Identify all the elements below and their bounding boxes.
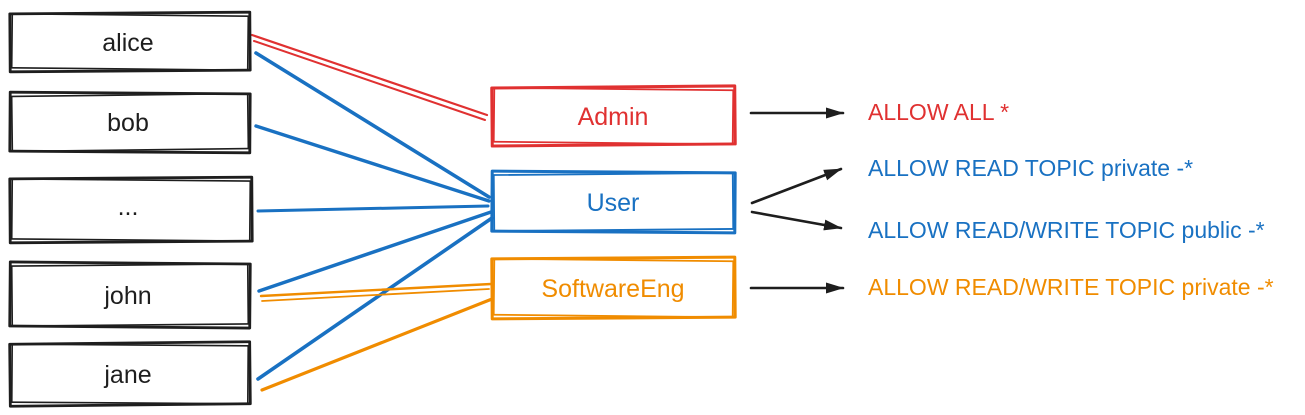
role-box-outline-sketch (492, 257, 735, 319)
user-box-outline-sketch (10, 178, 252, 242)
role-box-outline-sketch (492, 172, 735, 232)
user-node-jane: jane (8, 340, 252, 408)
user-node-john: john (8, 260, 252, 330)
permission-label-read-private: ALLOW READ TOPIC private -* (868, 155, 1193, 181)
user-box-outline-sketch (10, 92, 250, 153)
edge-alice-admin (250, 33, 489, 117)
user-box-outline (8, 175, 254, 245)
role-node-softwareeng: SoftwareEng (490, 255, 737, 321)
user-node-bob: bob (8, 90, 252, 155)
role-nodes: Admin User SoftwareEng (490, 84, 737, 321)
user-box-outline (8, 340, 252, 408)
edge-john-softwareeng-sketch (261, 288, 490, 302)
role-node-admin: Admin (490, 84, 737, 148)
arrow-user-readwrite-public (750, 210, 843, 231)
user-nodes: alice bob ... john jane (8, 10, 254, 408)
edge-dots-user (256, 204, 490, 213)
edge-alice-user (254, 51, 491, 199)
user-label: alice (102, 29, 153, 57)
edge-jane-softwareeng (260, 297, 494, 392)
role-label: SoftwareEng (541, 275, 684, 303)
role-permission-arrows (749, 107, 845, 294)
role-box-outline (490, 255, 737, 321)
edge-john-softwareeng (259, 282, 493, 298)
user-label: bob (107, 109, 149, 137)
user-label: ... (118, 193, 139, 221)
role-box-outline (490, 169, 737, 235)
edge-jane-user (256, 216, 494, 381)
role-box-outline (490, 84, 737, 148)
user-node-dots: ... (8, 175, 254, 245)
role-label: Admin (578, 103, 649, 131)
role-box-outline-sketch (492, 86, 735, 146)
permission-label-readwrite-public: ALLOW READ/WRITE TOPIC public -* (868, 217, 1265, 243)
permission-label-readwrite-private: ALLOW READ/WRITE TOPIC private -* (868, 274, 1274, 300)
user-label: john (103, 282, 151, 310)
arrow-user-read-private (750, 167, 843, 205)
role-label: User (587, 189, 640, 217)
edge-john-user (257, 210, 493, 293)
user-box-outline (8, 260, 252, 330)
role-node-user: User (490, 169, 737, 235)
user-node-alice: alice (8, 10, 252, 74)
user-box-outline-sketch (11, 343, 249, 405)
user-box-outline-sketch (10, 12, 250, 72)
permission-label-allow-all: ALLOW ALL * (868, 99, 1009, 125)
permission-labels: ALLOW ALL * ALLOW READ TOPIC private -* … (868, 99, 1274, 300)
user-box-outline (8, 90, 252, 155)
edge-alice-admin-sketch (253, 40, 486, 121)
user-box-outline (8, 10, 252, 74)
user-label: jane (103, 361, 151, 389)
edge-bob-user (254, 124, 491, 203)
membership-edges (250, 33, 494, 392)
user-box-outline-sketch (10, 263, 250, 327)
